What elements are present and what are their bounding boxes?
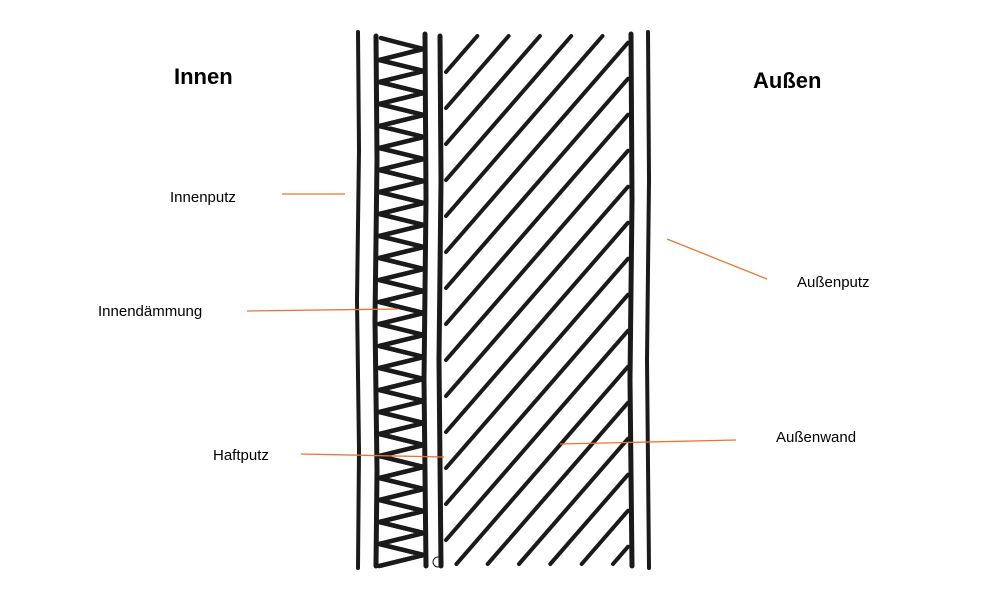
haftputz-leader [300,453,445,458]
masonry-hatch-line [444,184,630,398]
haftputz-line [436,33,444,569]
masonry-hatch-line [548,472,630,566]
innendaemmung-leader [246,308,399,312]
masonry-hatch-line [444,292,630,506]
innenputz-line-inner [372,33,380,569]
innenputz-label: Innenputz [170,189,236,206]
masonry-hatch-line [444,220,630,434]
masonry-hatch-line [444,112,630,326]
masonry-hatch-line [444,34,480,74]
aussenputz-line [645,30,651,570]
innendaemmung-pattern [376,35,427,569]
insulation-zigzag-stroke [376,46,427,569]
aussenwand-leader [559,439,737,445]
innenputz-line-outer [355,30,361,570]
masonry-hatch-line [444,34,542,146]
masonry-hatch-line [444,256,630,470]
haftputz-dot [432,556,444,568]
masonry-hatch-line [579,508,630,566]
inside-title: Innen [174,64,233,89]
outside-title: Außen [753,68,821,93]
masonry-hatch-line [444,34,605,218]
masonry-hatch-line [444,328,630,542]
masonry-hatch-line [454,364,630,566]
masonry-hatch-line [485,400,630,566]
wall-cross-section [355,30,651,570]
daemmung-boundary-line [421,31,429,569]
aussenwand-label: Außenwand [776,429,856,446]
masonry-hatch-line [444,34,511,110]
masonry-hatch-line [611,544,630,566]
masonry-hatch-line [444,76,630,290]
aussenputz-label: Außenputz [797,274,870,291]
masonry-hatch-line [444,34,574,182]
masonry-hatch-line [444,40,630,254]
aussenputz-leader [666,238,768,280]
innendaemmung-label: Innendämmung [98,303,202,320]
masonry-hatch-line [517,436,630,566]
aussenwand-boundary-line [627,31,635,569]
masonry-hatch-line [444,148,630,362]
haftputz-label: Haftputz [213,447,269,464]
aussenwand-hatching [444,34,630,566]
